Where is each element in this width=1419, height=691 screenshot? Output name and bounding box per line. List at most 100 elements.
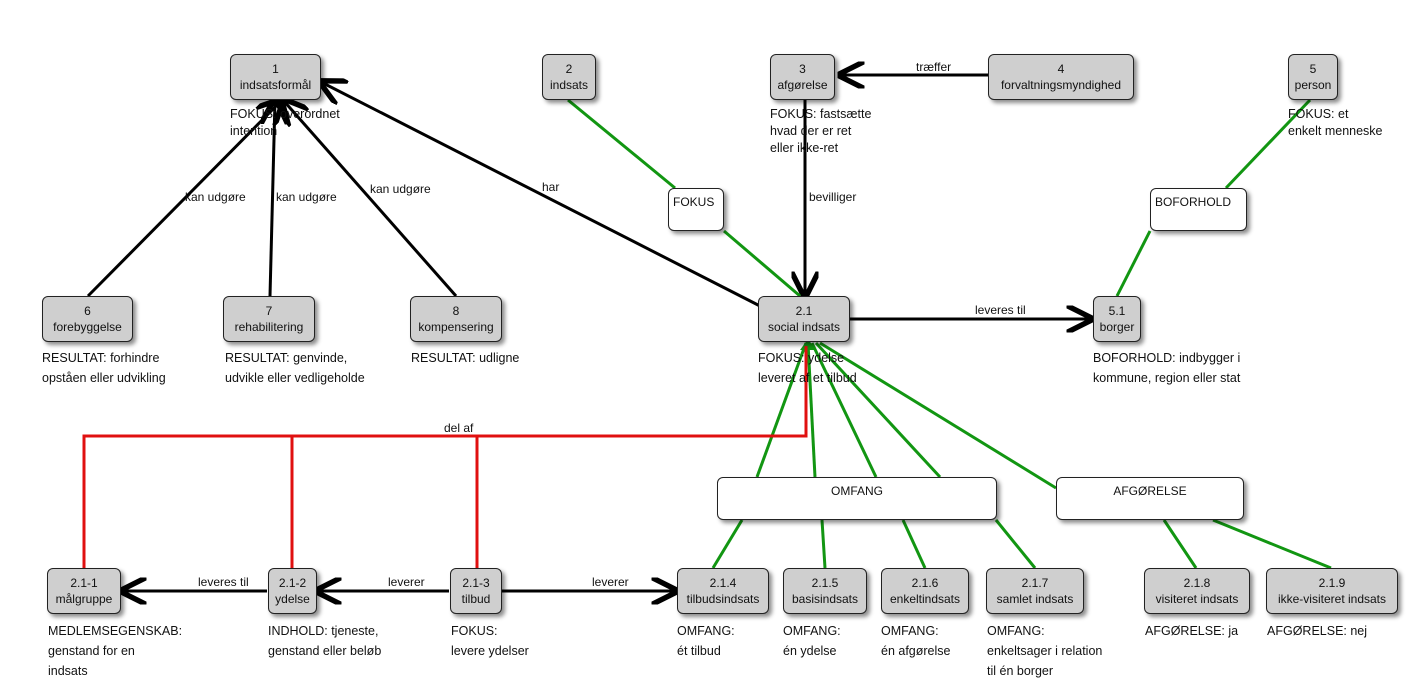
node-2-1-id: 2.1: [795, 304, 813, 318]
edge-label-kan-udgore-6: kan udgøre: [185, 190, 246, 204]
category-omfang[interactable]: OMFANG: [717, 477, 997, 520]
category-fokus-label: FOKUS: [673, 195, 715, 209]
note-2-1-2: INDHOLD: tjeneste,genstand eller beløb: [268, 624, 382, 658]
node-2-label: indsats: [549, 78, 589, 92]
node-2-1-9[interactable]: 2.1.9 ikke-visiteret indsats: [1266, 568, 1398, 614]
edge-label-traeffer: træffer: [916, 60, 952, 74]
node-2-1-7[interactable]: 2.1.7 samlet indsats: [986, 568, 1084, 614]
edge-omfang-to-21-c: [810, 342, 878, 478]
node-2-1-8[interactable]: 2.1.8 visiteret indsats: [1144, 568, 1250, 614]
note-2-1-6: OMFANG:én afgørelse: [881, 624, 951, 658]
edge-omfang-to-21-b: [806, 342, 817, 478]
edge-omfang-to-21-d: [814, 341, 942, 479]
edge-7-to-1: [270, 100, 275, 297]
category-boforhold[interactable]: BOFORHOLD: [1150, 188, 1247, 231]
node-5-1[interactable]: 5.1 borger: [1093, 296, 1141, 342]
node-5-label: person: [1294, 78, 1332, 92]
node-2-1-6-id: 2.1.6: [911, 576, 939, 590]
node-4-label: forvaltningsmyndighed: [1000, 78, 1122, 92]
edge-fokus-to-21: [723, 229, 801, 298]
edge-216-to-omfang: [901, 519, 927, 569]
node-7-id: 7: [265, 304, 273, 318]
note-2-1-9: AFGØRELSE: nej: [1267, 624, 1368, 638]
edge-part-of-21: [82, 346, 808, 568]
category-fokus[interactable]: FOKUS: [668, 188, 724, 231]
edge-5-to-boforhold: [1224, 98, 1312, 190]
node-8-id: 8: [452, 304, 460, 318]
edge-label-bevilliger: bevilliger: [809, 190, 857, 204]
note-2-1-5: OMFANG:én ydelse: [783, 624, 841, 658]
note-2-1-4: OMFANG:ét tilbud: [677, 624, 735, 658]
node-2-1-7-label: samlet indsats: [996, 592, 1074, 606]
node-2-id: 2: [565, 62, 573, 76]
edge-label-kan-udgore-7: kan udgøre: [276, 190, 337, 204]
edge-afgorelse-to-21: [819, 341, 1057, 490]
edge-label-leverer-tilbudsindsats: leverer: [592, 575, 629, 589]
note-8: RESULTAT: udligne: [411, 351, 520, 365]
node-2-1-1[interactable]: 2.1-1 målgruppe: [47, 568, 121, 614]
node-2[interactable]: 2 indsats: [542, 54, 596, 100]
edge-21-to-1: [321, 82, 761, 308]
node-3-id: 3: [799, 62, 806, 76]
node-2-1-9-id: 2.1.9: [1318, 576, 1346, 590]
node-2-1-2-id: 2.1-2: [278, 576, 307, 590]
edge-boforhold-to-51: [1115, 230, 1152, 297]
category-afgorelse-label: AFGØRELSE: [1113, 484, 1187, 498]
node-4-id: 4: [1057, 62, 1065, 76]
category-boforhold-label: BOFORHOLD: [1155, 195, 1232, 209]
node-2-1-3-id: 2.1-3: [462, 576, 490, 590]
note-7: RESULTAT: genvinde,udvikle eller vedlige…: [225, 351, 365, 385]
edge-label-kan-udgore-8: kan udgøre: [370, 182, 431, 196]
edge-8-to-1: [283, 100, 458, 297]
node-2-1-6[interactable]: 2.1.6 enkeltindsats: [881, 568, 969, 614]
node-1-id: 1: [272, 62, 279, 76]
category-afgorelse[interactable]: AFGØRELSE: [1056, 477, 1244, 520]
node-3[interactable]: 3 afgørelse: [770, 54, 835, 100]
node-8-label: kompensering: [418, 320, 494, 334]
node-2-1-8-id: 2.1.8: [1183, 576, 1211, 590]
edge-214-to-omfang: [711, 519, 744, 569]
node-5-1-label: borger: [1099, 320, 1135, 334]
node-2-1-6-label: enkeltindsats: [889, 592, 961, 606]
node-2-1-1-id: 2.1-1: [70, 576, 98, 590]
node-2-1-1-label: målgruppe: [55, 592, 113, 606]
node-2-1-5-label: basisindsats: [791, 592, 859, 606]
node-2-1-8-label: visiteret indsats: [1155, 592, 1239, 606]
edge-label-del-af: del af: [444, 421, 474, 435]
node-5-id: 5: [1309, 62, 1317, 76]
edge-label-leveres-til-borger: leveres til: [975, 303, 1026, 317]
node-2-1-4-label: tilbudsindsats: [686, 592, 760, 606]
node-5[interactable]: 5 person: [1288, 54, 1338, 100]
node-6[interactable]: 6 forebyggelse: [42, 296, 133, 342]
node-8[interactable]: 8 kompensering: [410, 296, 502, 342]
node-3-label: afgørelse: [777, 78, 828, 92]
node-2-1-7-id: 2.1.7: [1021, 576, 1049, 590]
edge-omfang-to-21-a: [755, 342, 808, 478]
edge-217-to-omfang: [994, 519, 1037, 569]
node-2-1-9-label: ikke-visiteret indsats: [1277, 592, 1387, 606]
note-2-1-3: FOKUS:levere ydelser: [451, 624, 529, 658]
node-5-1-id: 5.1: [1108, 304, 1126, 318]
edge-2-to-fokus: [567, 98, 676, 190]
node-6-id: 6: [84, 304, 91, 318]
edge-label-leveres-til-malgruppe: leveres til: [198, 575, 249, 589]
edge-219-to-afgorelse: [1212, 518, 1332, 570]
node-4[interactable]: 4 forvaltningsmyndighed: [988, 54, 1134, 100]
edge-6-to-1: [86, 100, 282, 298]
node-6-label: forebyggelse: [53, 320, 122, 334]
